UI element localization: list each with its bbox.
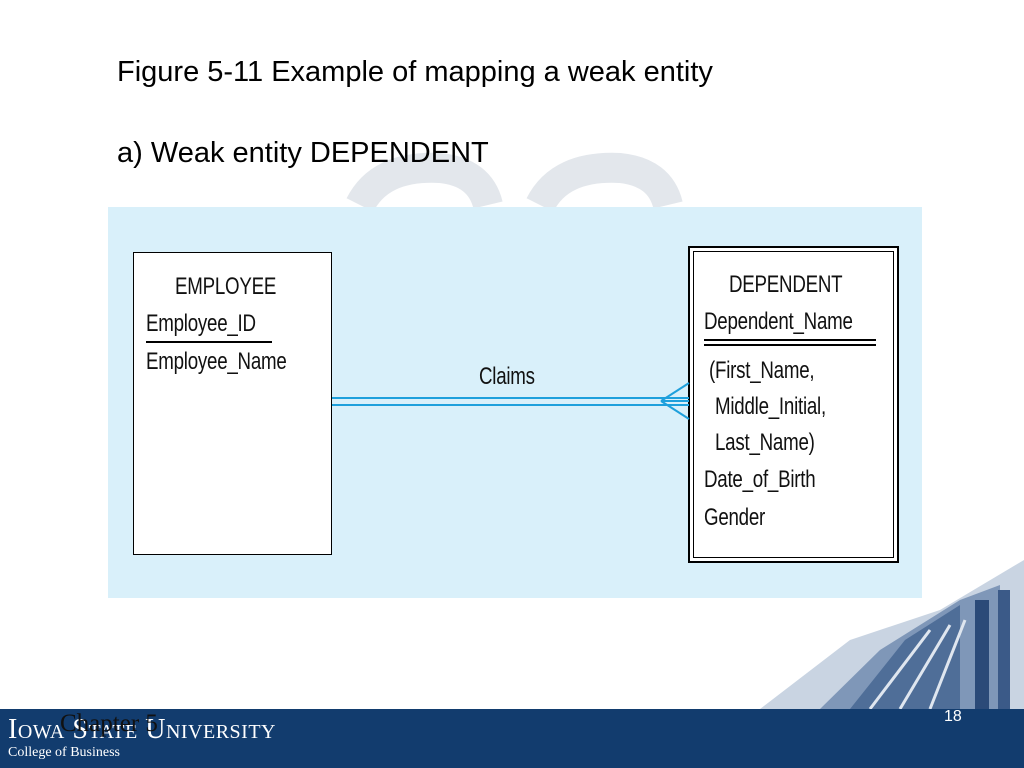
dependent-attribute: Last_Name) — [715, 429, 815, 456]
dependent-entity-name: DEPENDENT — [729, 271, 843, 298]
diagram-panel: EMPLOYEE Employee_ID Employee_Name DEPEN… — [108, 207, 922, 598]
partial-identifier-underline — [704, 339, 876, 341]
relationship-connector — [332, 382, 690, 420]
employee-identifier: Employee_ID — [146, 310, 256, 337]
dependent-attribute: Gender — [704, 504, 766, 531]
footer-bar — [0, 709, 1024, 768]
dependent-attribute: Middle_Initial, — [715, 393, 826, 420]
university-logo-text: Iowa State University — [8, 714, 276, 745]
employee-attribute: Employee_Name — [146, 348, 287, 375]
chapter-label: Chapter 5 — [60, 710, 158, 737]
crows-foot-prong — [660, 382, 690, 402]
employee-entity-box: EMPLOYEE Employee_ID Employee_Name — [133, 252, 332, 555]
dependent-partial-identifier: Dependent_Name — [704, 308, 853, 335]
dependent-attribute: (First_Name, — [709, 357, 815, 384]
slide-title: Figure 5-11 Example of mapping a weak en… — [117, 56, 713, 88]
weak-entity-inner-border — [693, 251, 894, 558]
dependent-attribute: Date_of_Birth — [704, 466, 816, 493]
slide-subtitle: a) Weak entity DEPENDENT — [117, 137, 489, 169]
crows-foot-prong — [660, 400, 690, 420]
college-name: College of Business — [8, 745, 120, 760]
partial-identifier-underline — [704, 344, 876, 346]
identifier-underline — [146, 341, 272, 343]
relationship-label: Claims — [479, 363, 535, 390]
employee-entity-name: EMPLOYEE — [175, 273, 277, 300]
page-number: 18 — [944, 708, 962, 725]
